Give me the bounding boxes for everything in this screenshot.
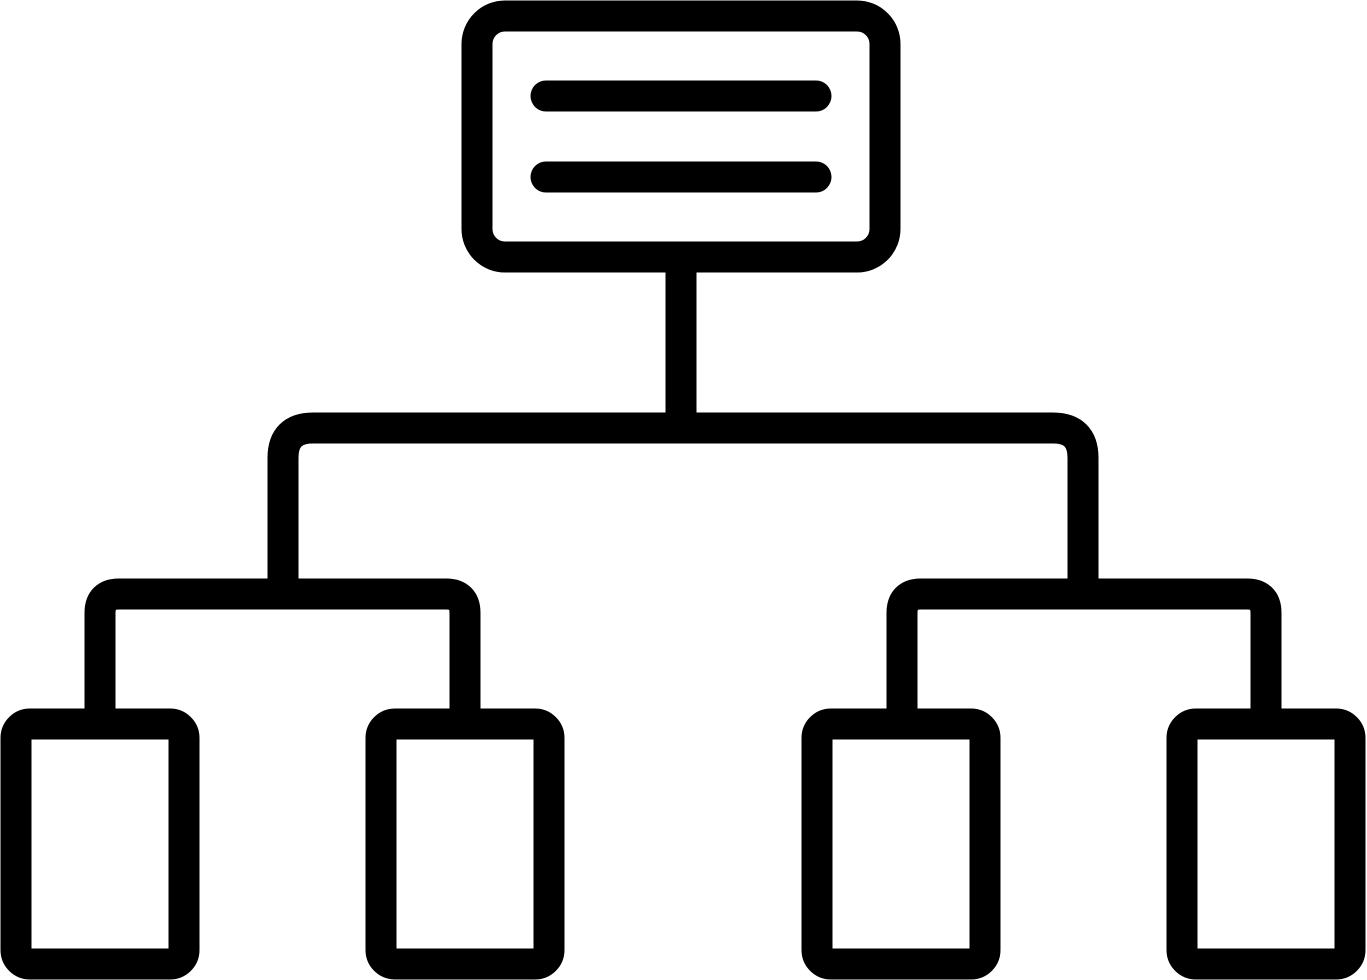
level1-bracket: [267, 412, 1099, 594]
right-branch-bracket: [886, 578, 1282, 724]
leaf-node-3: [801, 708, 1001, 980]
leaf-node-1: [0, 708, 200, 980]
leaf-node-4: [1166, 708, 1366, 980]
left-branch-bracket: [84, 578, 481, 724]
root-node-box: [461, 0, 901, 273]
leaf-node-2: [365, 708, 565, 980]
